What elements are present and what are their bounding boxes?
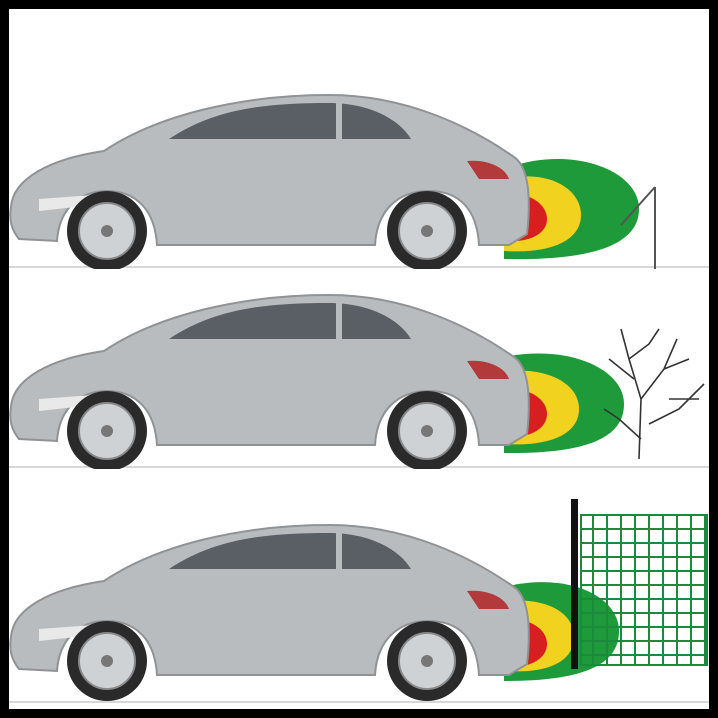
panel-bush-svg	[9, 293, 709, 469]
car	[9, 293, 530, 469]
panel-fence-svg	[9, 499, 709, 703]
panel-post-svg	[9, 93, 709, 269]
bush-icon	[603, 328, 705, 460]
fence-icon	[571, 499, 708, 669]
post-icon	[620, 186, 656, 269]
car	[9, 93, 530, 269]
panel-bush	[9, 249, 709, 469]
panel-post	[9, 29, 709, 269]
car	[9, 523, 530, 701]
panel-fence	[9, 479, 709, 703]
illustration-canvas	[9, 9, 709, 709]
